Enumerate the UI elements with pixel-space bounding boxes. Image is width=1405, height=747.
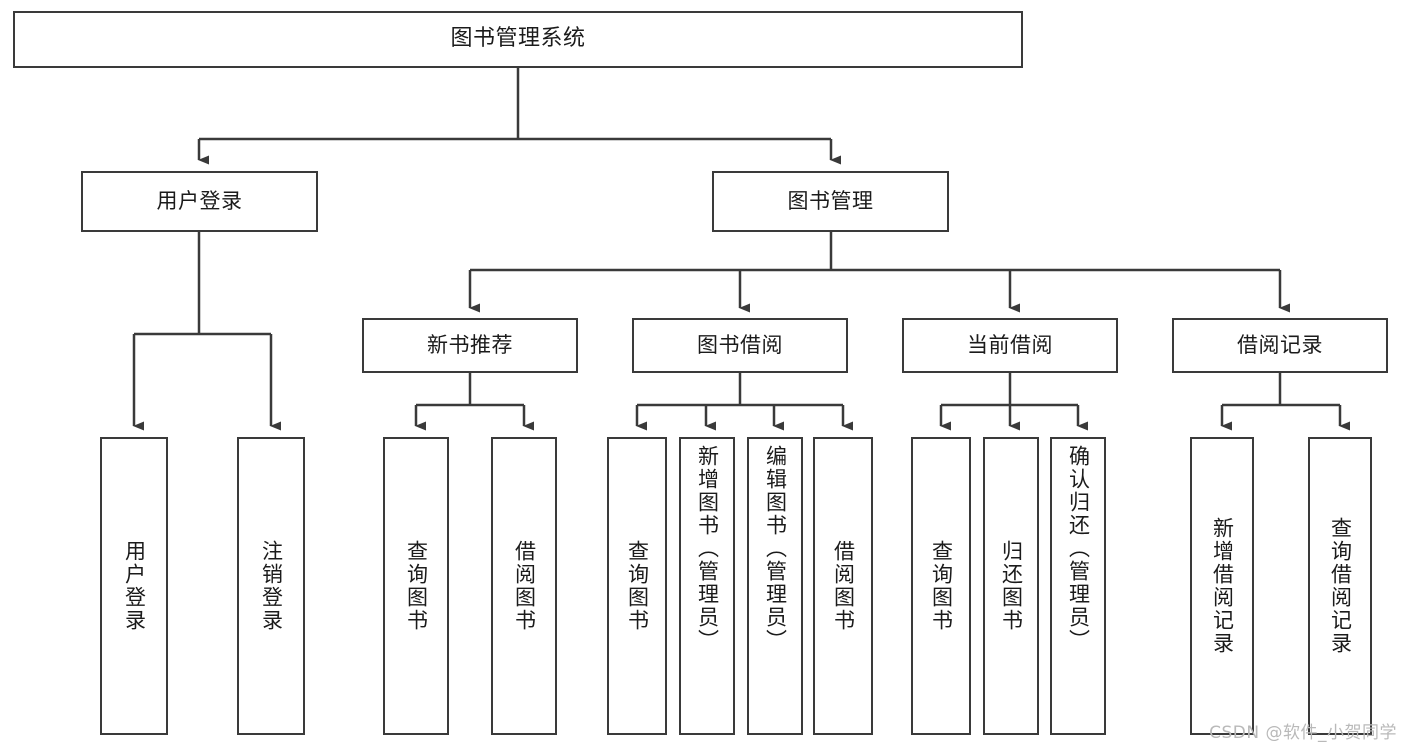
- leaf-cb-confirm-return-admin[interactable]: 确认归还（管理员）: [1050, 437, 1106, 735]
- node-label: 图书管理: [787, 188, 874, 213]
- node-label: 图书管理系统: [450, 26, 586, 52]
- leaf-cb-query-book[interactable]: 查询图书: [911, 437, 971, 735]
- node-label: 查询图书: [625, 540, 650, 632]
- node-new-book-recommend[interactable]: 新书推荐: [362, 318, 578, 373]
- node-label: 查询借阅记录: [1328, 517, 1353, 655]
- node-label: 用户登录: [122, 540, 147, 632]
- node-label: 新增图书（管理员）: [695, 445, 720, 652]
- leaf-cb-return-book[interactable]: 归还图书: [983, 437, 1039, 735]
- node-root-system[interactable]: 图书管理系统: [13, 11, 1023, 68]
- csdn-watermark: CSDN @软件_小贺同学: [1209, 723, 1397, 743]
- node-label: 确认归还（管理员）: [1066, 445, 1091, 652]
- leaf-user-login[interactable]: 用户登录: [100, 437, 168, 735]
- node-label: 新书推荐: [427, 332, 513, 357]
- node-label: 归还图书: [999, 540, 1024, 632]
- leaf-br-query-record[interactable]: 查询借阅记录: [1308, 437, 1372, 735]
- leaf-nb-borrow-book[interactable]: 借阅图书: [491, 437, 557, 735]
- node-label: 图书借阅: [697, 332, 783, 357]
- node-label: 借阅记录: [1237, 332, 1323, 357]
- node-book-borrow[interactable]: 图书借阅: [632, 318, 848, 373]
- leaf-nb-query-book[interactable]: 查询图书: [383, 437, 449, 735]
- node-label: 当前借阅: [967, 332, 1053, 357]
- node-current-borrow[interactable]: 当前借阅: [902, 318, 1118, 373]
- node-label: 查询图书: [929, 540, 954, 632]
- node-borrow-record[interactable]: 借阅记录: [1172, 318, 1388, 373]
- leaf-br-add-record[interactable]: 新增借阅记录: [1190, 437, 1254, 735]
- node-label: 编辑图书（管理员）: [763, 445, 788, 652]
- node-label: 查询图书: [404, 540, 429, 632]
- node-user-login[interactable]: 用户登录: [81, 171, 318, 232]
- leaf-logout[interactable]: 注销登录: [237, 437, 305, 735]
- node-label: 用户登录: [156, 188, 243, 213]
- node-book-management[interactable]: 图书管理: [712, 171, 949, 232]
- node-label: 新增借阅记录: [1210, 517, 1235, 655]
- node-label: 借阅图书: [512, 540, 537, 632]
- node-label: 注销登录: [259, 540, 284, 632]
- leaf-bb-query-book[interactable]: 查询图书: [607, 437, 667, 735]
- leaf-bb-borrow-book[interactable]: 借阅图书: [813, 437, 873, 735]
- leaf-bb-edit-book-admin[interactable]: 编辑图书（管理员）: [747, 437, 803, 735]
- leaf-bb-add-book-admin[interactable]: 新增图书（管理员）: [679, 437, 735, 735]
- node-label: 借阅图书: [831, 540, 856, 632]
